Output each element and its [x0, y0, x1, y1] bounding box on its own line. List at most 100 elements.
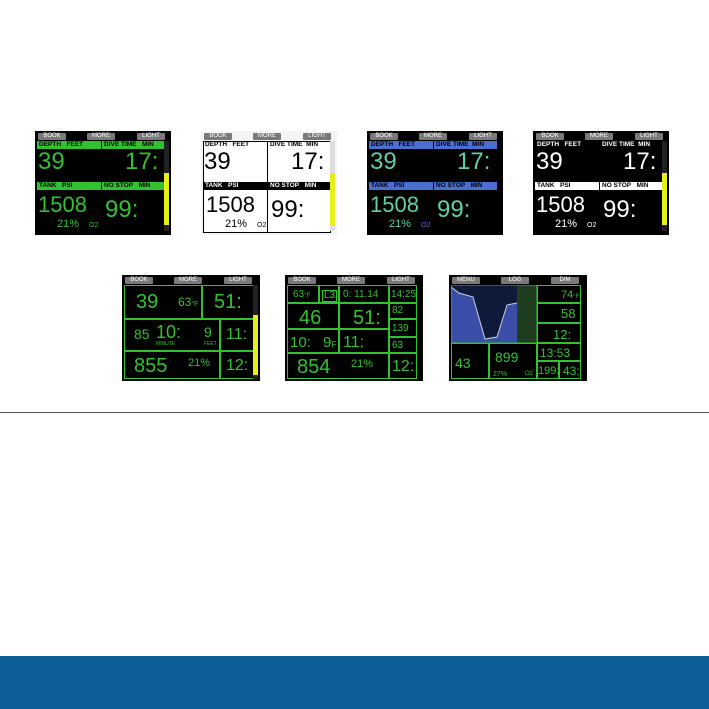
- right-col-4: [389, 337, 417, 353]
- light-softkey[interactable]: LIGHT: [303, 133, 331, 140]
- elapsed-value: 0: 11.14: [343, 289, 379, 300]
- r3-value: 63: [392, 340, 404, 351]
- book-softkey[interactable]: BOOK: [38, 133, 66, 140]
- dive-time-value: 51:: [214, 291, 242, 313]
- depth-value: 39: [136, 291, 159, 313]
- section-divider: [0, 412, 709, 413]
- tank-label: TANK PSI: [535, 182, 599, 190]
- ndl-value: 12:: [392, 358, 415, 375]
- temp-value: 74°F: [561, 289, 580, 301]
- tank-pressure-value: 1508: [536, 192, 585, 217]
- tank-label: TANK PSI: [37, 182, 101, 190]
- stop-time-value: 10:: [290, 334, 311, 351]
- dive-screen-light: BOOK MORE LIGHT DEPTH FEET DIVE TIME MIN…: [201, 131, 337, 235]
- r1-value: 82: [392, 305, 404, 316]
- tank-label: TANK PSI: [369, 182, 433, 190]
- depth-value: 39: [370, 148, 397, 175]
- dive-screen-blue: BOOK MORE LIGHT DEPTH FEET DIVE TIME MIN…: [367, 131, 503, 235]
- battery-gauge: [330, 141, 335, 231]
- light-softkey[interactable]: LIGHT: [635, 133, 663, 140]
- v12-value: 12:: [553, 327, 572, 342]
- tank-label: TANK PSI: [203, 182, 267, 190]
- depth-label: DEPTH FEET: [37, 141, 101, 149]
- clock-value: 13:53: [540, 346, 571, 360]
- right-col-3: [389, 319, 417, 337]
- clock-cell: [339, 285, 389, 303]
- depth-value: 43: [455, 355, 471, 371]
- dive-time-value: 17:: [125, 148, 159, 175]
- v199-value: 199:: [538, 365, 560, 377]
- v43-cell: [559, 361, 581, 379]
- o2-percent: 21%: [351, 358, 374, 370]
- depth-value: 39: [204, 148, 231, 175]
- more-softkey[interactable]: MORE: [585, 133, 613, 140]
- log-softkey[interactable]: LOG: [501, 277, 529, 284]
- level-value: L3: [322, 290, 338, 302]
- light-softkey[interactable]: LIGHT: [224, 277, 252, 284]
- deco-cell: [124, 319, 220, 351]
- clock-value: 14:25: [391, 289, 417, 300]
- book-softkey[interactable]: BOOK: [204, 133, 232, 140]
- book-softkey[interactable]: BOOK: [288, 277, 316, 284]
- light-softkey[interactable]: LIGHT: [387, 277, 415, 284]
- dive-time-label: DIVE TIME MIN: [602, 141, 651, 148]
- more-softkey[interactable]: MORE: [87, 133, 115, 140]
- depth-cell: [287, 303, 339, 329]
- no-stop-value: 99:: [603, 196, 637, 223]
- more-softkey[interactable]: MORE: [337, 277, 365, 284]
- no-stop-label: NO STOP MIN: [268, 182, 331, 190]
- book-softkey[interactable]: BOOK: [125, 277, 153, 284]
- stop-depth-value: 9F: [323, 334, 337, 351]
- menu-softkey[interactable]: MENU: [452, 277, 480, 284]
- ascent-value: 85: [134, 326, 150, 342]
- time-cell: [339, 303, 389, 329]
- dive-time-value: 17:: [457, 148, 491, 175]
- more-softkey[interactable]: MORE: [419, 133, 447, 140]
- depth-profile-graph: [451, 285, 537, 343]
- o2-percent: 27%: [493, 371, 508, 378]
- o2-label: O2: [525, 371, 534, 377]
- depth-label: DEPTH FEET: [205, 141, 250, 148]
- v199-cell: [537, 361, 559, 379]
- book-softkey[interactable]: BOOK: [536, 133, 564, 140]
- o2-label: O2: [89, 222, 99, 229]
- tank-cell: [287, 353, 389, 379]
- battery-gauge: [253, 285, 258, 379]
- battery-gauge: [662, 141, 667, 231]
- more-softkey[interactable]: MORE: [253, 133, 281, 140]
- tank-cell: [124, 351, 220, 379]
- tank-cell: [489, 343, 537, 379]
- temp-value: 63°F: [178, 295, 199, 309]
- dim-softkey[interactable]: DIM: [551, 277, 579, 284]
- depth-value: 39: [38, 148, 65, 175]
- stop-depth-value: 9: [204, 324, 212, 340]
- tts-value: 11:: [226, 326, 248, 343]
- deco-cell: [287, 329, 339, 353]
- footer-band: [0, 656, 709, 709]
- o2-label: O2: [421, 222, 431, 229]
- o2-percent: 21%: [225, 218, 248, 230]
- book-softkey[interactable]: BOOK: [370, 133, 398, 140]
- o2-percent: 21%: [188, 357, 211, 369]
- v43-value: 43:: [563, 364, 580, 378]
- o2-percent: 21%: [555, 218, 578, 230]
- tts-value: 11:: [343, 334, 365, 351]
- depth-value: 39: [536, 148, 563, 175]
- no-stop-label: NO STOP MIN: [600, 182, 663, 190]
- depth-label: DEPTH FEET: [537, 141, 582, 148]
- dive-screen-full: BOOK MORE LIGHT 39 63°F 51: 85 10: 9 MIN…: [122, 275, 260, 381]
- tank-pressure-value: 899: [495, 349, 519, 365]
- no-stop-label: NO STOP MIN: [102, 182, 165, 190]
- right-col-1: [389, 285, 417, 303]
- dive-time-value: 17:: [291, 148, 325, 175]
- no-stop-value: 99:: [105, 196, 139, 223]
- light-softkey[interactable]: LIGHT: [469, 133, 497, 140]
- dive-time-label: DIVE TIME MIN: [270, 141, 319, 148]
- v12-cell: [537, 323, 581, 343]
- light-softkey[interactable]: LIGHT: [137, 133, 165, 140]
- dive-screen-graph: MENU LOG DIM 74°F 58 12: 43 899 27% O2 1…: [449, 275, 587, 381]
- more-softkey[interactable]: MORE: [174, 277, 202, 284]
- level-cell: [319, 285, 339, 303]
- depth-value: 46: [299, 307, 322, 329]
- tank-pressure-value: 1508: [370, 192, 419, 217]
